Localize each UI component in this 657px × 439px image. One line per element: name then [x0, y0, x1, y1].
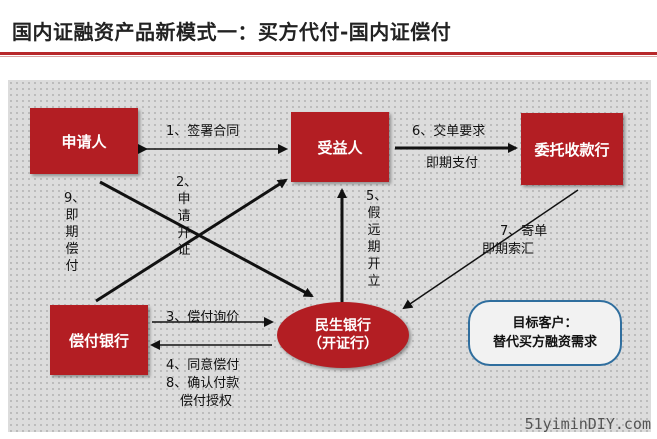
node-applicant: 申请人: [30, 108, 138, 174]
step-8-label: 8、确认付款: [166, 376, 240, 391]
target-customer-desc: 替代买方融资需求: [492, 335, 597, 350]
issuing-bank-name: 民生银行: [315, 318, 371, 334]
step-9-label: 9、即期偿付: [64, 191, 86, 274]
step-4-label: 4、同意偿付: [166, 358, 240, 373]
step-1-label: 1、签署合同: [166, 124, 240, 139]
arrow-sight-reimburse: [95, 178, 288, 303]
arrow-send-docs: [402, 189, 579, 310]
title-underline-thin: [0, 56, 657, 57]
page-title: 国内证融资产品新模式一：买方代付-国内证偿付: [12, 20, 452, 44]
target-customer-title: 目标客户：: [512, 316, 578, 331]
node-collecting-bank: 委托收款行: [521, 113, 623, 185]
step-3-label: 3、偿付询价: [166, 310, 240, 325]
step-6-label: 6、交单要求: [412, 124, 486, 139]
watermark: 51yiminDIY.com: [524, 415, 651, 433]
node-beneficiary: 受益人: [291, 112, 389, 182]
step-7-label: 7、寄单: [500, 224, 548, 239]
target-customer-box: 目标客户： 替代买方融资需求: [468, 300, 622, 366]
arrow-apply-lc: [99, 180, 314, 298]
title-underline: [0, 52, 657, 55]
step-8-sub-label: 偿付授权: [180, 394, 233, 409]
step-6-sub-label: 即期支付: [426, 156, 479, 171]
issuing-bank-role: （开证行）: [308, 336, 378, 352]
step-7-sub-label: 即期索汇: [482, 242, 535, 257]
step-2-label: 2、申请开证: [176, 175, 198, 258]
node-issuing-bank: 民生银行 （开证行）: [277, 302, 409, 368]
node-paying-bank: 偿付银行: [50, 305, 148, 375]
step-5-label: 5、假远期开立: [366, 189, 388, 289]
